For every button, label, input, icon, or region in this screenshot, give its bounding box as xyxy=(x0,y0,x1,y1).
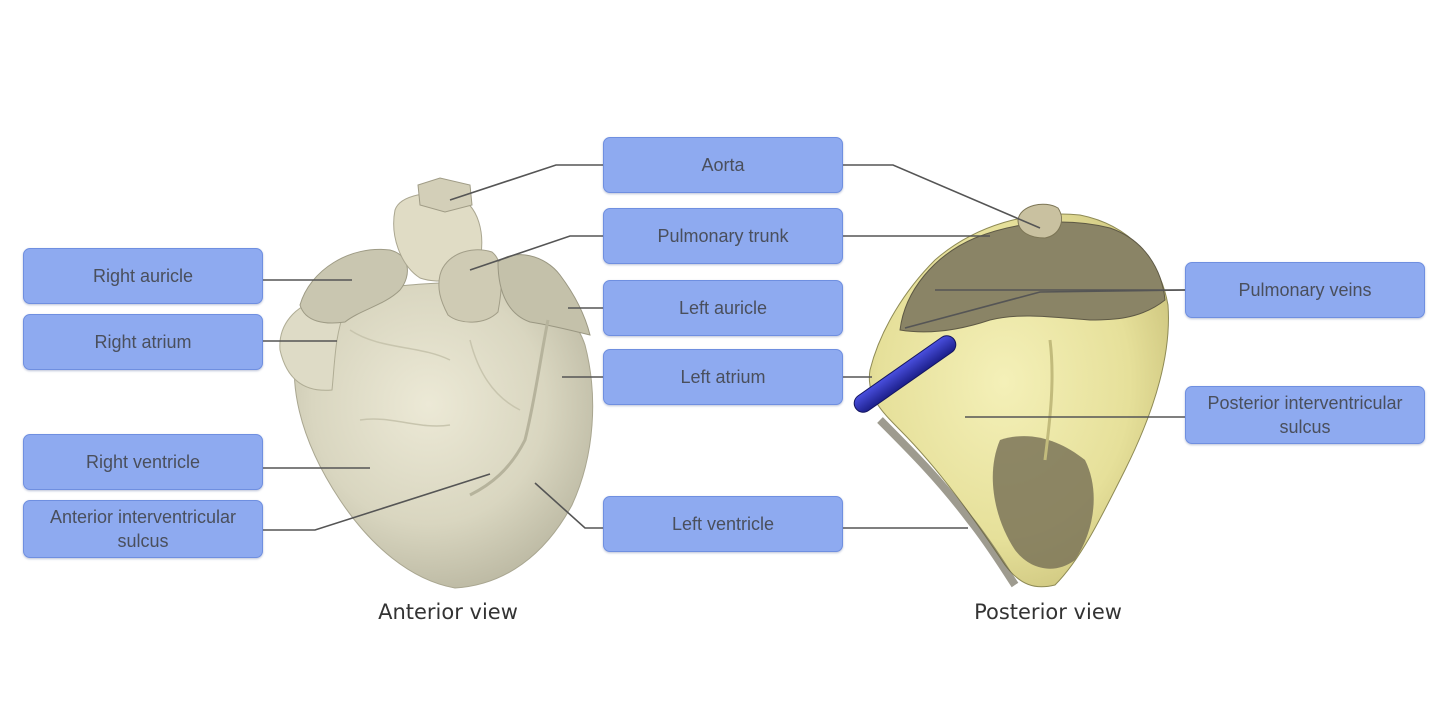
posterior-aorta-stub xyxy=(1017,203,1062,239)
label-left-auricle: Left auricle xyxy=(603,280,843,336)
posterior-heart xyxy=(853,203,1169,588)
leader-pulmonary-veins-2 xyxy=(904,289,1186,329)
leader-left-ventricle-anterior xyxy=(534,482,603,529)
anterior-sulcus-vessel xyxy=(469,319,550,497)
leader-aorta-posterior xyxy=(843,164,1041,229)
pulmonary-trunk-shape xyxy=(438,249,502,323)
label-pulmonary-veins: Pulmonary veins xyxy=(1185,262,1425,318)
label-posterior-interventricular-sulcus: Posterior interventricular sulcus xyxy=(1185,386,1425,444)
label-aorta: Aorta xyxy=(603,137,843,193)
left-auricle-shape xyxy=(497,254,591,336)
label-right-ventricle: Right ventricle xyxy=(23,434,263,490)
probe xyxy=(853,335,957,413)
aorta-branch-shape xyxy=(417,177,473,213)
caption-anterior-view: Anterior view xyxy=(378,600,518,624)
posterior-sulcus-vessel xyxy=(1043,339,1054,461)
label-right-auricle: Right auricle xyxy=(23,248,263,304)
label-anterior-interventricular-sulcus: Anterior interventricular sulcus xyxy=(23,500,263,558)
right-auricle-shape xyxy=(299,248,408,324)
leader-lines xyxy=(263,164,1186,531)
posterior-dark-patch xyxy=(992,436,1094,569)
label-left-atrium: Left atrium xyxy=(603,349,843,405)
leader-aorta-anterior xyxy=(449,164,603,201)
posterior-atria-dark-region xyxy=(899,221,1166,333)
caption-posterior-view: Posterior view xyxy=(974,600,1122,624)
anterior-heart xyxy=(279,177,594,589)
leader-pulmonary-trunk-anterior xyxy=(469,235,603,271)
leader-anterior-sulcus xyxy=(263,473,491,531)
anterior-surface-veins xyxy=(349,329,521,427)
label-left-ventricle: Left ventricle xyxy=(603,496,843,552)
label-right-atrium: Right atrium xyxy=(23,314,263,370)
posterior-dark-edge xyxy=(877,417,1019,588)
label-pulmonary-trunk: Pulmonary trunk xyxy=(603,208,843,264)
